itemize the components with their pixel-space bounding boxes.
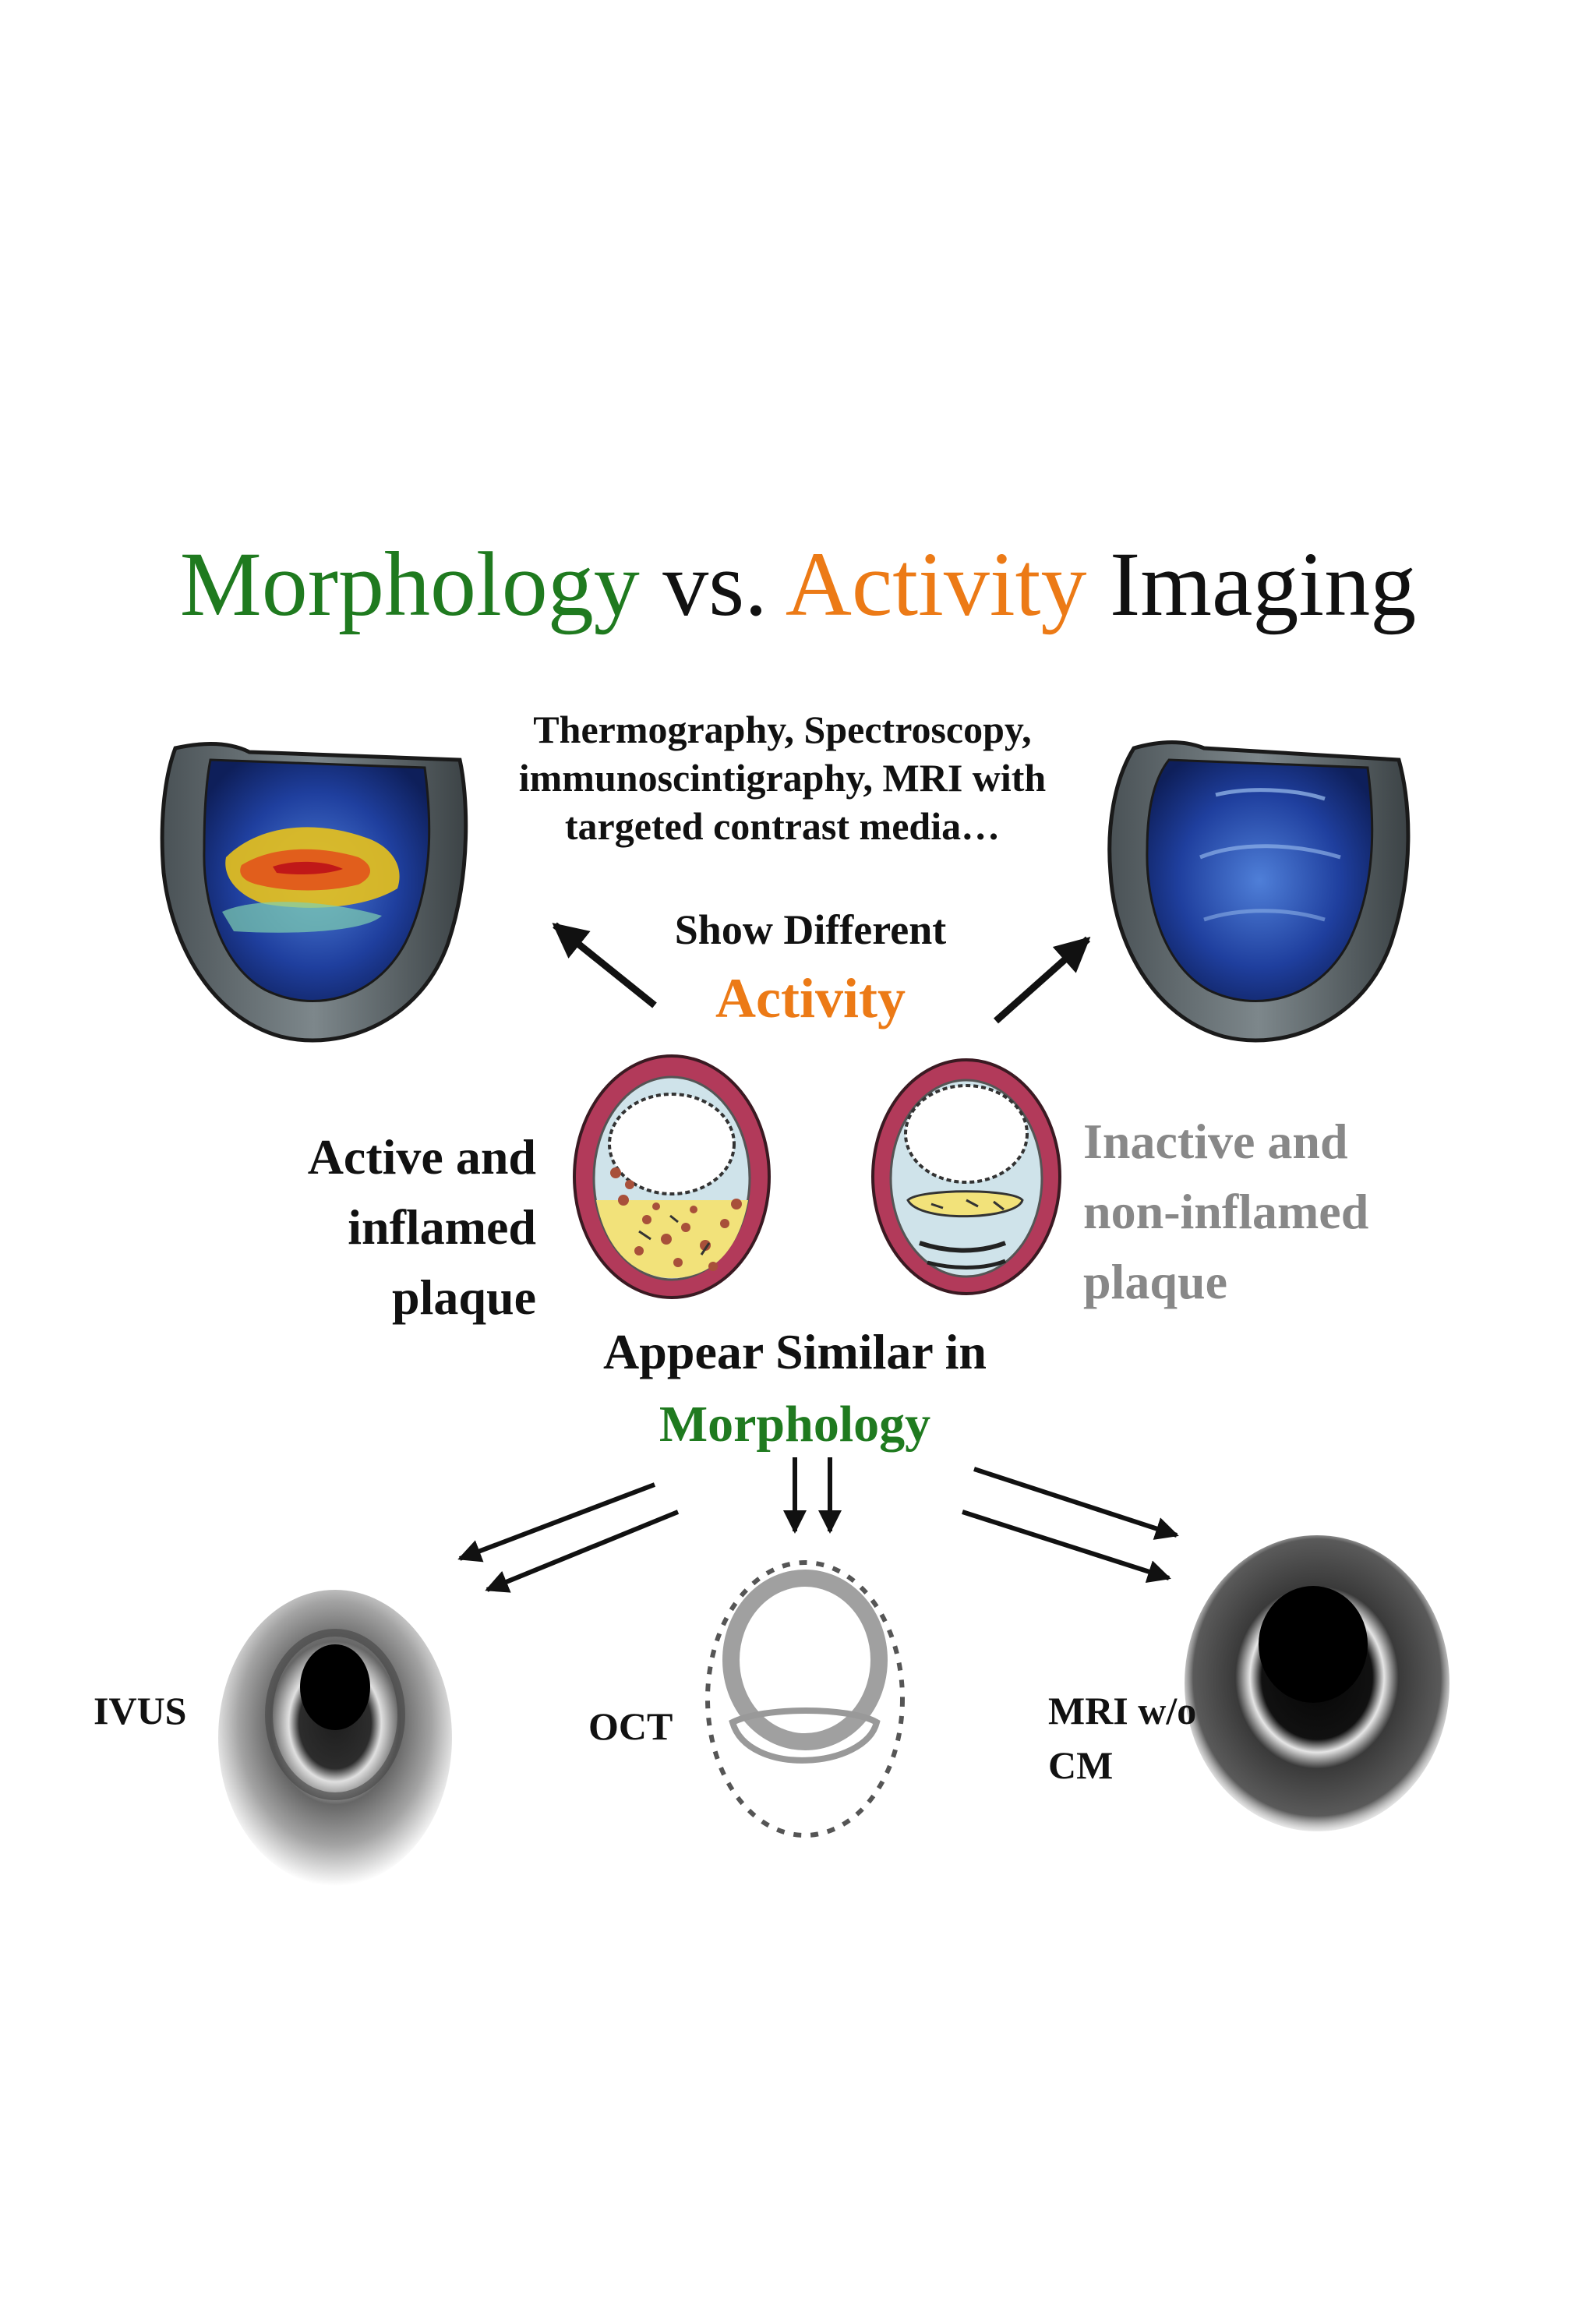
- title-vs: vs.: [639, 533, 786, 635]
- show-different-label: Show Different: [674, 906, 947, 953]
- title-imaging: Imaging: [1086, 533, 1417, 635]
- title-morphology: Morphology: [179, 533, 640, 635]
- arrows-to-mri: [962, 1467, 1179, 1584]
- figure-title: Morphology vs. Activity Imaging: [0, 530, 1596, 639]
- arrow-to-cool-vessel: [994, 936, 1091, 1024]
- cool-vessel-segment: [1107, 740, 1411, 1043]
- ivus-label: IVUS: [94, 1689, 187, 1732]
- active-plaque-cross-section: [573, 1054, 771, 1299]
- mri-image: [1185, 1535, 1449, 1831]
- oct-image: [705, 1560, 905, 1838]
- ivus-image: [218, 1590, 452, 1886]
- arrow-to-hot-vessel: [552, 922, 657, 1008]
- arrows-to-ivus: [457, 1482, 680, 1593]
- oct-label: OCT: [588, 1704, 673, 1748]
- title-activity: Activity: [785, 533, 1087, 635]
- arrows-to-oct: [783, 1457, 842, 1534]
- morphology-label: Morphology: [659, 1396, 931, 1453]
- active-plaque-label: Active and inflamed plaque: [307, 1129, 536, 1325]
- appear-similar-label: Appear Similar in: [603, 1324, 987, 1379]
- mri-label: MRI w/o CM: [1048, 1689, 1197, 1787]
- activity-label: Activity: [715, 967, 906, 1029]
- inactive-plaque-cross-section: [871, 1058, 1061, 1295]
- activity-methods-note: Thermography, Spectroscopy, immunoscinti…: [518, 708, 1047, 848]
- hot-vessel-segment: [160, 742, 468, 1043]
- inactive-plaque-label: Inactive and non-inflamed plaque: [1083, 1114, 1369, 1309]
